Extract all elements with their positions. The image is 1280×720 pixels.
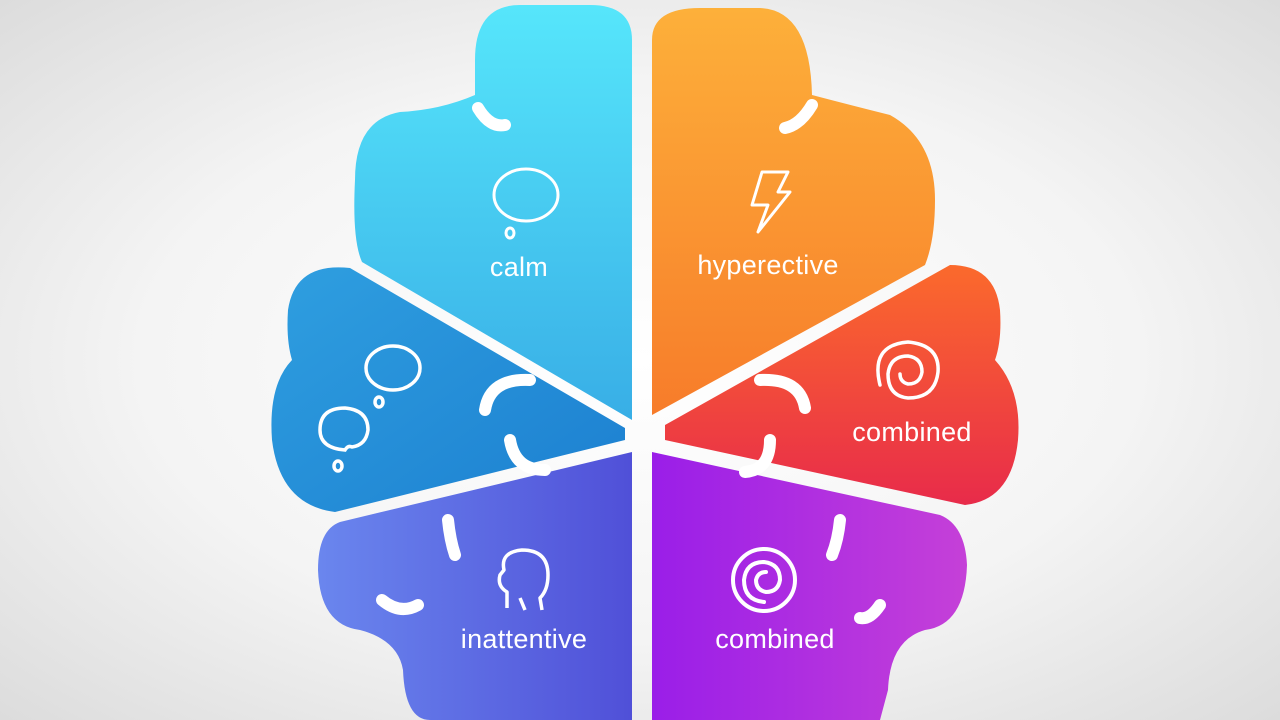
label-calm: calm	[489, 252, 549, 282]
puzzle-notches	[376, 99, 886, 625]
segment-hyperactive[interactable]	[652, 8, 935, 415]
label-combined-bottom: combined	[715, 624, 835, 654]
label-combined-right: combined	[852, 417, 972, 447]
label-hyperactive: hyperective	[697, 250, 839, 280]
spiral-icon	[876, 340, 940, 400]
label-inattentive: inattentive	[460, 624, 588, 654]
spiral-icon-bottom	[731, 547, 797, 613]
head-profile-icon	[497, 548, 550, 611]
segment-calm[interactable]	[354, 5, 632, 420]
segment-combined-right[interactable]	[665, 265, 1019, 505]
thought-bubbles-icon	[318, 344, 422, 473]
segment-inattentive[interactable]	[318, 452, 632, 720]
thought-bubble-icon	[492, 167, 560, 240]
lightning-icon	[750, 170, 792, 234]
segment-combined-bottom[interactable]	[652, 452, 967, 720]
segment-left-middle[interactable]	[271, 267, 625, 512]
